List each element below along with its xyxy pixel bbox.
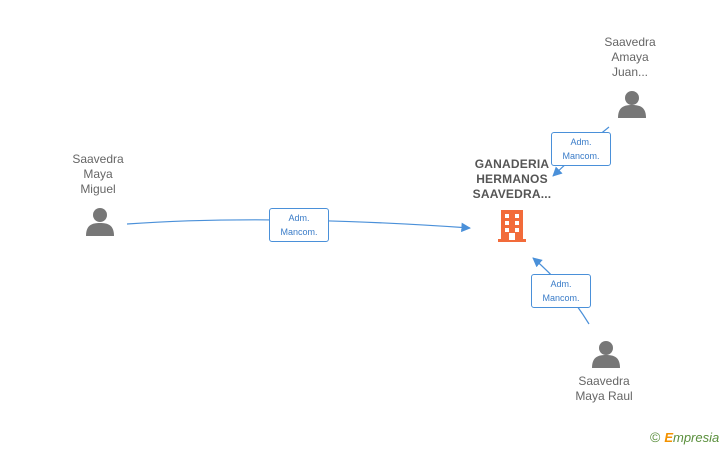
edge-label-line: Adm. bbox=[570, 137, 592, 147]
brand-initial: E bbox=[664, 429, 673, 445]
node-label-person-top-right[interactable]: Saavedra Amaya Juan... bbox=[575, 35, 685, 80]
person-icon[interactable] bbox=[592, 341, 620, 368]
edge-label-left[interactable]: Adm. Mancom. bbox=[269, 208, 329, 242]
node-label-line: Amaya bbox=[611, 50, 649, 64]
edge-label-line: Adm. bbox=[550, 279, 572, 289]
node-label-person-left[interactable]: Saavedra Maya Miguel bbox=[43, 152, 153, 197]
brand-name: mpresia bbox=[673, 429, 720, 445]
node-label-line: Maya Raul bbox=[575, 389, 633, 403]
company-label[interactable]: GANADERIA HERMANOS SAAVEDRA... bbox=[447, 157, 577, 202]
node-label-line: Juan... bbox=[611, 65, 649, 79]
building-icon[interactable] bbox=[498, 210, 526, 242]
person-icon[interactable] bbox=[86, 208, 114, 236]
node-label-line: Saavedra bbox=[604, 35, 656, 49]
edge-label-line: Mancom. bbox=[562, 151, 600, 161]
company-label-line: GANADERIA bbox=[474, 157, 550, 171]
node-label-line: Maya bbox=[83, 167, 113, 181]
edge-label-line: Mancom. bbox=[542, 293, 580, 303]
node-label-line: Saavedra bbox=[578, 374, 630, 388]
edge-label-bottom[interactable]: Adm. Mancom. bbox=[531, 274, 591, 308]
edge-label-line: Mancom. bbox=[280, 227, 318, 237]
person-icon[interactable] bbox=[618, 91, 646, 118]
node-label-line: Miguel bbox=[80, 182, 116, 196]
node-label-person-bottom[interactable]: Saavedra Maya Raul bbox=[549, 374, 659, 404]
company-label-line: SAAVEDRA... bbox=[472, 187, 552, 201]
edge-label-top[interactable]: Adm. Mancom. bbox=[551, 132, 611, 166]
watermark: © Empresia bbox=[650, 429, 719, 445]
node-label-line: Saavedra bbox=[72, 152, 124, 166]
copyright-symbol: © bbox=[650, 429, 661, 445]
company-label-line: HERMANOS bbox=[476, 172, 548, 186]
brand-logo: Empresia bbox=[664, 430, 719, 445]
edge-label-line: Adm. bbox=[288, 213, 310, 223]
